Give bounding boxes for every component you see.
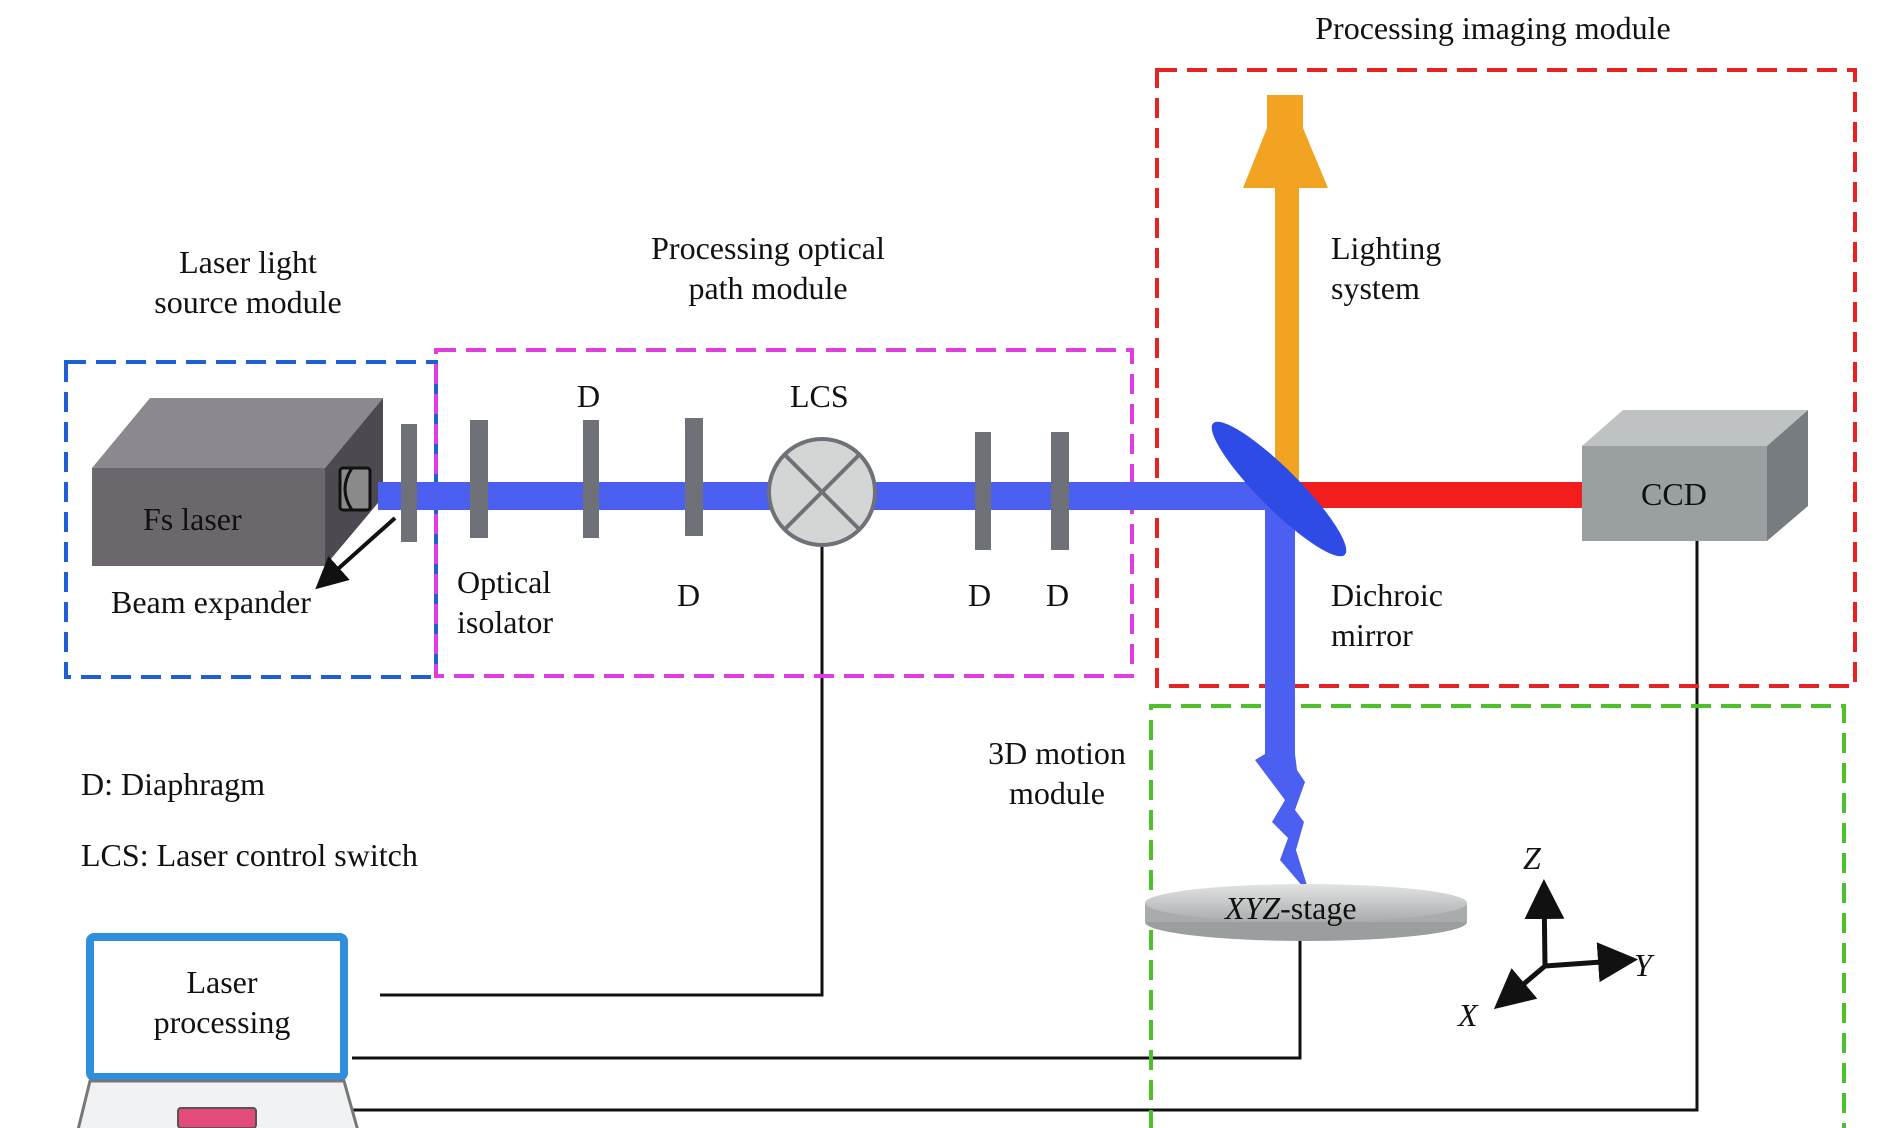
diaphragm-label-1: D [577,378,601,414]
optical-path-module-box [434,348,1134,678]
laptop-screen-label: Laser processing [153,964,291,1040]
control-wires [352,538,1699,1112]
ccd: CCD [1582,410,1808,541]
fs-laser-label: Fs laser [143,501,242,537]
laptop-touchpad [177,1107,257,1128]
laser-focus [1255,754,1310,895]
diaphragm-1 [583,420,599,538]
legend-diaphragm: D: Diaphragm [81,766,265,802]
wire-lcs [380,545,824,997]
diaphragm-label-2: D [677,577,701,613]
ccd-beam [1293,482,1582,508]
optical-path-module-title: Processing optical path module [651,228,885,308]
coordinate-axes [1493,879,1638,1010]
diaphragm-4 [1051,432,1069,550]
ccd-side [1767,410,1808,541]
optical-path-module-title-text: Processing optical path module [651,230,885,306]
optical-isolator-label: Optical isolator [457,564,553,640]
motion-module-title: 3D motion module [988,733,1126,813]
laptop-base [76,1079,359,1128]
ccd-front [1582,446,1767,541]
laptop-screen [86,933,348,1081]
ccd-top [1582,410,1808,446]
ccd-label: CCD [1641,476,1707,512]
optical-isolator-plate [470,420,488,538]
laser-beam-down [1265,482,1295,754]
laser-source-module-title-text: Laser light source module [154,244,342,320]
wire-stage [352,930,1302,1060]
xyz-stage: XYZ-stage [1145,884,1467,941]
xyz-stage-label: XYZ-stage [1223,890,1357,926]
imaging-module-title: Processing imaging module [1315,10,1671,46]
dichroic-mirror-label: Dichroic mirror [1331,577,1443,653]
laptop [76,933,359,1128]
diaphragm-label-4: D [1046,577,1070,613]
wire-ccd [352,538,1699,1112]
axis-x-label: X [1458,997,1478,1033]
imaging-module-box [1155,68,1857,688]
diaphragm-3 [975,432,991,550]
beam-expander-arrow [315,516,397,590]
dichroic-mirror [1211,421,1347,557]
axis-z-label: Z [1523,840,1541,876]
motion-module-box [1149,704,1846,1128]
fs-laser: Fs laser [92,398,383,566]
lighting-system-label: Lighting system [1331,230,1442,306]
fs-laser-front [92,468,325,566]
motion-module-title-text: 3D motion module [988,735,1126,811]
axis-y-label: Y [1634,947,1652,983]
diaphragm-label-3: D [968,577,992,613]
beam-expander-label: Beam expander [111,584,311,620]
diaphragm-2 [685,418,703,536]
laser-source-module-title: Laser light source module [154,242,342,322]
expander-plate [401,424,417,542]
legend-lcs: LCS: Laser control switch [81,837,418,873]
lighting-arrowhead [1243,95,1328,188]
lcs-label: LCS [790,378,849,414]
beam-expander [338,466,372,512]
fs-laser-top [92,398,383,468]
lighting-beam [1275,180,1299,482]
lcs-switch [767,437,877,547]
